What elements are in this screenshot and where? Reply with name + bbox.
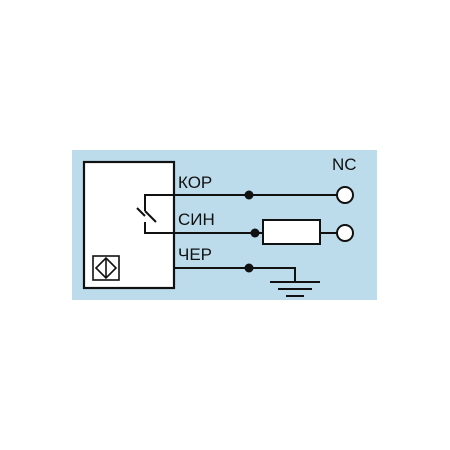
wire-label-sin: СИН [178,210,215,229]
junction-dot [250,228,260,238]
wire-label-kor: КОР [178,173,212,192]
wire-label-cher: ЧЕР [178,245,212,264]
load-resistor [262,219,321,245]
junction-dot [244,190,254,200]
wire-cher [174,267,296,281]
switch-contact-icon [136,194,174,234]
terminal-nc [336,186,354,204]
proximity-sensor-icon [92,255,120,281]
terminal-output [336,224,354,242]
sensor-body [82,160,176,290]
ground-icon [270,281,320,297]
terminal-label-nc: NC [332,155,357,174]
junction-dot [244,263,254,273]
